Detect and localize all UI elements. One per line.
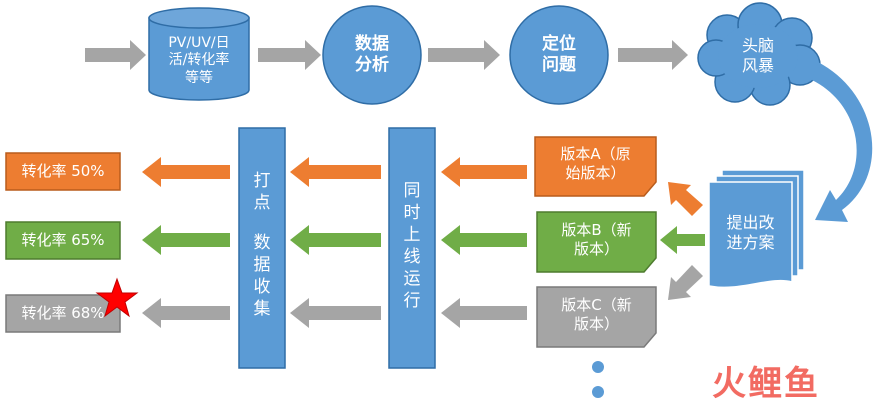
version-b-doc [536, 211, 657, 273]
arrow-analyze-to-locate [428, 40, 500, 70]
version-c-label: 版本C（新 版本） [561, 296, 632, 333]
online-char: 时 [403, 203, 421, 223]
star-icon [95, 277, 139, 318]
collect-char: 数 [253, 233, 271, 253]
arrow-online-to-collect-b [290, 225, 381, 255]
locate-label: 定位 问题 [542, 33, 576, 75]
collect-char: 收 [253, 277, 271, 297]
collect-char: 据 [253, 255, 271, 275]
online-char: 上 [403, 225, 421, 245]
online-char: 运 [403, 269, 421, 289]
result-a-label: 转化率 50% [21, 162, 105, 181]
online-char: 同 [403, 181, 421, 201]
arrow-collect-to-result-b [142, 225, 230, 255]
arrow-online-to-collect-c [290, 298, 381, 328]
online-bar-text: 同 时 上 线 运 行 [389, 180, 435, 312]
arrow-b-to-online [441, 225, 527, 255]
result-c-box [5, 294, 121, 333]
online-char: 线 [403, 247, 421, 267]
metrics-cylinder [148, 7, 250, 101]
version-a-label: 版本A（原 始版本） [560, 145, 631, 182]
version-c-doc [536, 286, 657, 348]
analyze-circle [322, 5, 422, 105]
arrow-to-version-b [660, 226, 705, 254]
result-b-label: 转化率 65% [21, 231, 105, 250]
arrow-a-to-online [441, 157, 527, 187]
proposal-label: 提出改 进方案 [726, 213, 775, 252]
online-char: 行 [403, 291, 421, 311]
locate-circle [509, 5, 609, 105]
collect-spacer [239, 214, 285, 232]
arrow-to-version-c [668, 265, 703, 300]
arrow-collect-to-result-a [142, 157, 230, 187]
analyze-label: 数据 分析 [355, 33, 389, 75]
collect-char: 点 [253, 193, 271, 213]
brainstorm-label: 头脑 风暴 [741, 36, 774, 75]
arrow-online-to-collect-a [290, 157, 381, 187]
watermark-logo: 火鲤鱼 [712, 356, 820, 404]
watermark-text: 火鲤鱼 [712, 364, 820, 404]
arrow-in [85, 40, 146, 70]
version-a-doc [534, 136, 657, 197]
result-c-label: 转化率 68% [21, 304, 105, 323]
result-a-box [5, 152, 121, 191]
ellipsis-dot [592, 361, 604, 373]
collect-char: 打 [253, 171, 271, 191]
brainstorm-cloud [697, 2, 821, 106]
curved-arrow [812, 62, 873, 222]
arrow-to-version-a [668, 182, 703, 216]
metrics-label: PV/UV/日 活/转化率 等等 [168, 34, 230, 86]
collect-bar [238, 127, 286, 369]
arrow-c-to-online [441, 298, 527, 328]
collect-bar-text: 打 点 数 据 收 集 [239, 170, 285, 320]
arrow-metrics-to-analyze [258, 40, 321, 70]
top-flow-arrows [85, 40, 688, 70]
version-b-label: 版本B（新 版本） [561, 221, 632, 258]
result-b-box [5, 221, 121, 260]
collect-char: 集 [253, 299, 271, 319]
ellipsis-dot [592, 386, 604, 398]
online-bar [388, 127, 436, 369]
proposal-docs [708, 169, 805, 289]
arrow-locate-to-brainstorm [618, 40, 688, 70]
arrow-collect-to-result-c [142, 298, 230, 328]
